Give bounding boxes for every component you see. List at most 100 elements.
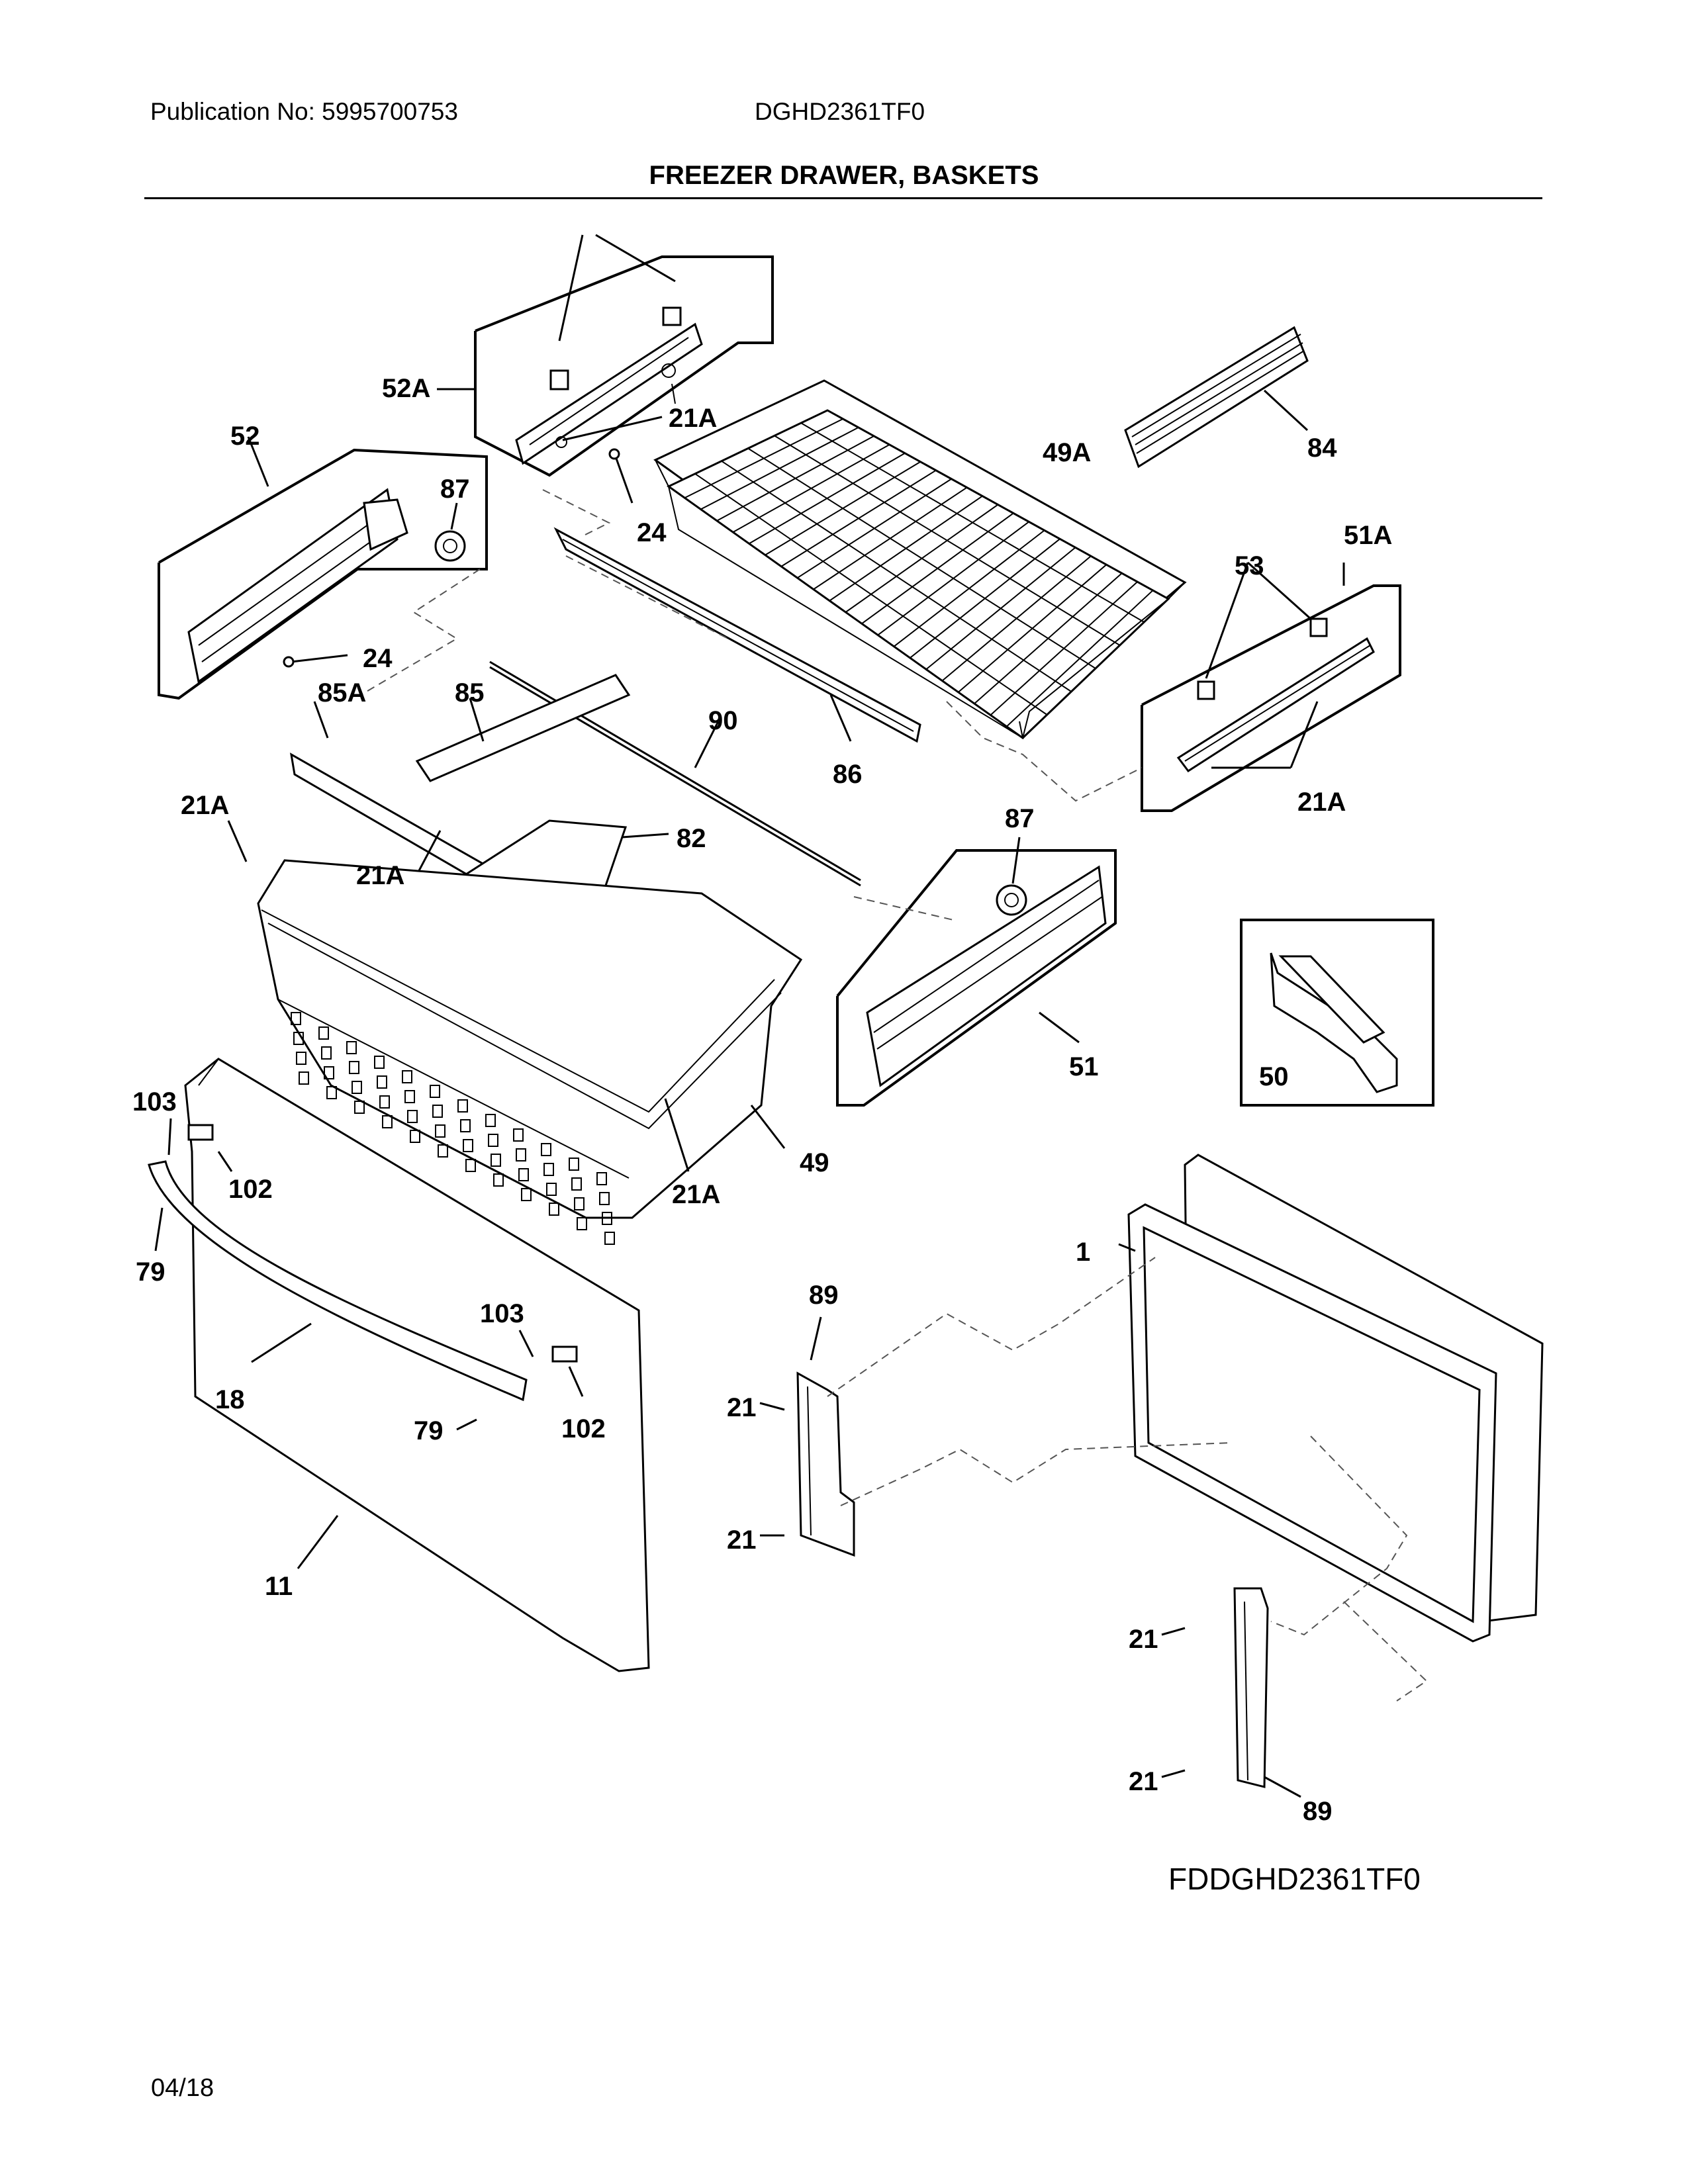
vent-hole — [543, 1163, 554, 1176]
vent-hole — [352, 1081, 362, 1094]
main-basket-49 — [257, 859, 803, 1245]
vent-hole — [516, 1148, 526, 1161]
callout-21-c: 21 — [1129, 1625, 1158, 1654]
inset-52A — [437, 234, 774, 477]
wire-basket-49A — [653, 379, 1187, 740]
vent-hole — [569, 1158, 579, 1171]
gear-part — [996, 884, 1027, 916]
vent-hole — [438, 1144, 448, 1158]
vent-hole — [577, 1217, 587, 1230]
callout-53: 53 — [1235, 551, 1264, 580]
callout-21A-bottom: 21A — [672, 1180, 720, 1209]
vent-hole — [465, 1159, 476, 1172]
callout-50: 50 — [1259, 1062, 1289, 1091]
vent-hole — [407, 1110, 418, 1123]
callout-103-right: 103 — [480, 1299, 524, 1328]
vent-hole — [488, 1134, 498, 1147]
screw-24-parts — [283, 448, 633, 668]
figure-code: FDDGHD2361TF0 — [1168, 1862, 1421, 1896]
vent-hole — [296, 1052, 306, 1065]
callout-21A-top: 21A — [669, 404, 717, 433]
inset-50 — [1240, 919, 1434, 1107]
callout-labels: 52A 21A 52 87 24 24 49A 84 51A 53 85A 85… — [132, 374, 1421, 1896]
callout-85A: 85A — [318, 678, 366, 707]
rail-clip-part — [662, 306, 682, 326]
vent-hole — [521, 1188, 532, 1201]
callout-87-left: 87 — [440, 475, 470, 504]
inset-51 — [836, 837, 1117, 1107]
handle-18-part — [148, 1160, 528, 1402]
vent-hole — [435, 1124, 445, 1138]
callout-89-top: 89 — [809, 1281, 839, 1310]
vent-hole — [457, 1099, 468, 1113]
vent-hole — [432, 1105, 443, 1118]
callout-21-a: 21 — [727, 1393, 757, 1422]
vent-hole — [410, 1130, 420, 1143]
basket-wire — [694, 473, 1048, 715]
vent-hole — [571, 1177, 582, 1191]
basket-wire — [721, 460, 1072, 692]
basket-wire — [774, 435, 1121, 646]
callout-51A: 51A — [1344, 521, 1392, 550]
callout-84: 84 — [1307, 433, 1337, 463]
vent-hole — [602, 1212, 612, 1225]
rail-clip-part — [549, 369, 569, 390]
brackets-89 — [759, 1316, 1301, 1798]
callout-102-right: 102 — [561, 1414, 606, 1443]
revision-date: 04/18 — [151, 2074, 214, 2102]
page-title: FREEZER DRAWER, BASKETS — [649, 161, 1039, 190]
header-rule — [144, 197, 1542, 199]
vent-hole — [604, 1232, 615, 1245]
callout-89-bottom: 89 — [1303, 1797, 1333, 1826]
vent-hole — [402, 1070, 412, 1083]
callout-11: 11 — [265, 1572, 293, 1601]
callout-21-b: 21 — [727, 1525, 757, 1555]
vent-hole — [518, 1168, 529, 1181]
callout-103-left: 103 — [132, 1087, 177, 1116]
vent-hole — [513, 1128, 524, 1142]
vent-hole — [599, 1192, 610, 1205]
vent-hole — [346, 1041, 357, 1054]
vent-hole — [549, 1203, 559, 1216]
vent-hole — [574, 1197, 585, 1210]
basket-wire — [747, 447, 1096, 669]
vent-hole — [382, 1115, 393, 1128]
vent-hole — [321, 1046, 332, 1060]
callout-21-d: 21 — [1129, 1767, 1158, 1796]
vent-hole — [491, 1154, 501, 1167]
vent-hole — [404, 1090, 415, 1103]
assembly-leaders — [360, 489, 1428, 1702]
vent-hole — [354, 1101, 365, 1114]
callout-102-left: 102 — [228, 1175, 273, 1204]
vent-hole — [463, 1139, 473, 1152]
rear-rail-86 — [553, 527, 921, 743]
vent-hole — [430, 1085, 440, 1098]
vent-hole — [596, 1172, 607, 1185]
basket-wire — [800, 422, 1145, 623]
vent-hole — [460, 1119, 471, 1132]
callout-82: 82 — [677, 824, 706, 853]
callout-49A: 49A — [1043, 438, 1091, 467]
vent-hole — [326, 1086, 337, 1099]
vent-hole — [546, 1183, 557, 1196]
callout-24-upper: 24 — [637, 518, 667, 547]
callout-1: 1 — [1076, 1238, 1090, 1267]
vent-hole — [291, 1012, 301, 1025]
gear-rail-part — [866, 865, 1107, 1087]
callout-90: 90 — [708, 706, 738, 735]
gasket-1 — [1118, 1154, 1544, 1643]
vent-hole — [299, 1071, 309, 1085]
callout-18: 18 — [215, 1385, 245, 1414]
vent-hole — [324, 1066, 334, 1079]
callout-52: 52 — [230, 422, 260, 451]
callout-49: 49 — [800, 1148, 829, 1177]
callout-52A: 52A — [382, 374, 430, 403]
callout-85: 85 — [455, 678, 485, 707]
callout-87-right: 87 — [1005, 804, 1035, 833]
door-panel-11 — [148, 1058, 650, 1672]
callout-51: 51 — [1069, 1052, 1099, 1081]
model-number: DGHD2361TF0 — [755, 98, 925, 125]
vent-hole — [485, 1114, 496, 1127]
inset-51A — [1141, 561, 1401, 812]
